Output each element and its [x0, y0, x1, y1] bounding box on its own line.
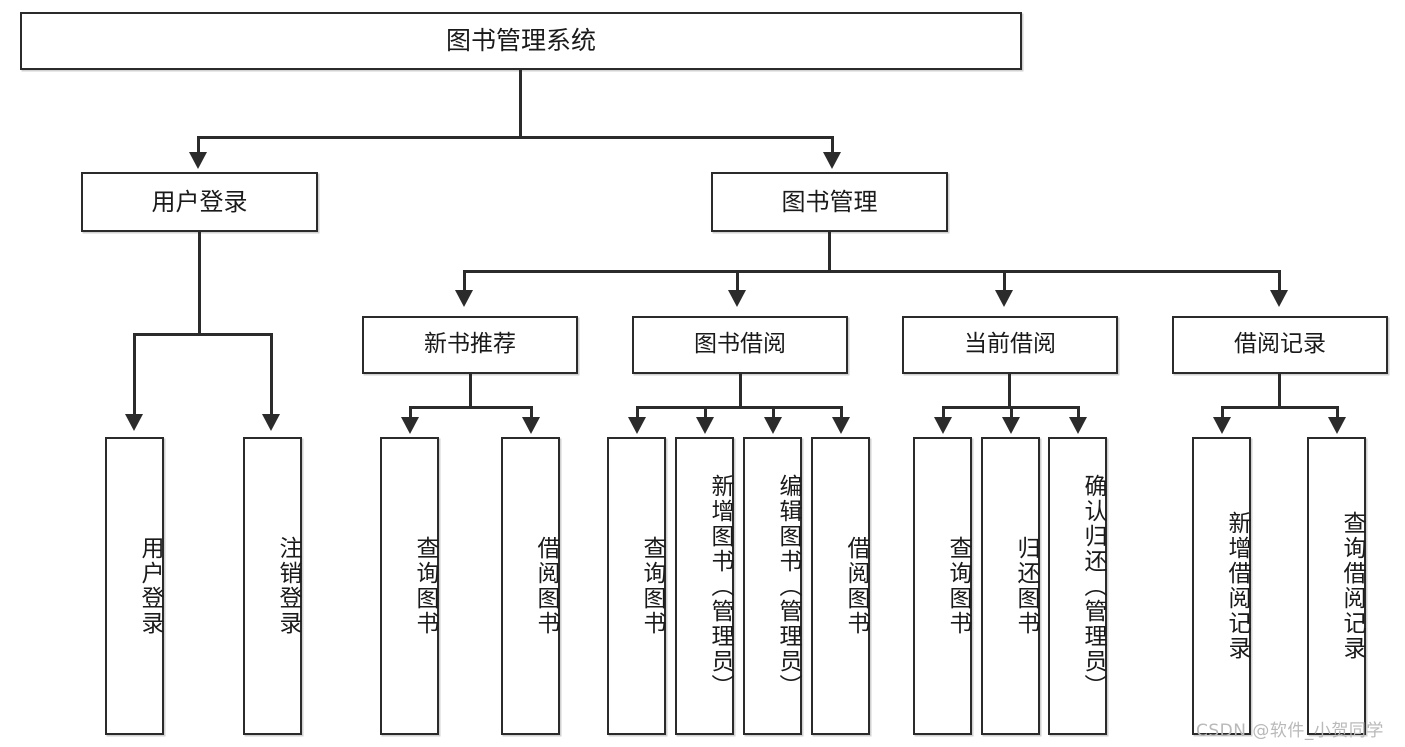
leaf-label: 借阅图书 [843, 536, 869, 636]
arrowhead-root-to-user-login [189, 152, 207, 169]
connector-book-borrow-leaf-4 [840, 406, 843, 420]
leaf-book-borrow-query[interactable]: 查询图书 [607, 437, 666, 735]
connector-user-login-stem [198, 232, 201, 336]
node-current-borrow[interactable]: 当前借阅 [902, 316, 1118, 374]
node-borrow-record[interactable]: 借阅记录 [1172, 316, 1388, 374]
connector-new-book-leaf-1 [409, 406, 412, 420]
connector-current-borrow-leaf-2 [1010, 406, 1013, 420]
connector-borrow-record-leaf-2 [1336, 406, 1339, 420]
connector-borrow-record-leaf-1 [1221, 406, 1224, 420]
connector-user-login-to-leaf-1 [133, 333, 136, 418]
node-label: 借阅记录 [1234, 331, 1326, 358]
node-book-management[interactable]: 图书管理 [711, 172, 948, 232]
arrowhead-borrow-record-leaf-2 [1328, 417, 1346, 434]
leaf-borrow-record-add[interactable]: 新增借阅记录 [1192, 437, 1251, 735]
leaf-label: 注销登录 [275, 536, 301, 636]
node-label: 图书借阅 [694, 331, 786, 358]
arrowhead-user-login-leaf-1 [125, 414, 143, 431]
arrowhead-current-borrow-leaf-2 [1002, 417, 1020, 434]
leaf-current-borrow-query[interactable]: 查询图书 [913, 437, 972, 735]
connector-book-borrow-leaf-2 [704, 406, 707, 420]
arrowhead-new-book-leaf-1 [401, 417, 419, 434]
leaf-label: 用户登录 [137, 536, 163, 636]
leaf-label: 查询图书 [412, 536, 438, 636]
leaf-book-borrow-add[interactable]: 新增图书（管理员） [675, 437, 734, 735]
arrowhead-book-borrow-leaf-2 [696, 417, 714, 434]
connector-borrow-record-bus [1221, 406, 1339, 409]
leaf-label: 查询借阅记录 [1339, 511, 1365, 661]
node-new-book-recommend[interactable]: 新书推荐 [362, 316, 578, 374]
node-user-login[interactable]: 用户登录 [81, 172, 318, 232]
connector-book-borrow-stem [739, 374, 742, 408]
connector-user-login-to-leaf-2 [270, 333, 273, 418]
connector-root-stem [519, 70, 522, 138]
node-label: 当前借阅 [964, 331, 1056, 358]
node-root-book-management-system[interactable]: 图书管理系统 [20, 12, 1022, 70]
arrowhead-borrow-record-leaf-1 [1213, 417, 1231, 434]
leaf-label: 新增借阅记录 [1224, 511, 1250, 661]
connector-bm-to-borrow-record [1278, 270, 1281, 294]
connector-current-borrow-leaf-3 [1077, 406, 1080, 420]
connector-book-borrow-bus [636, 406, 843, 409]
connector-book-borrow-leaf-1 [636, 406, 639, 420]
arrowhead-bm-book-borrow [728, 290, 746, 307]
arrowhead-book-borrow-leaf-3 [764, 417, 782, 434]
arrowhead-user-login-leaf-2 [262, 414, 280, 431]
leaf-new-book-borrow[interactable]: 借阅图书 [501, 437, 560, 735]
leaf-book-borrow-borrow[interactable]: 借阅图书 [811, 437, 870, 735]
connector-book-management-stem [828, 232, 831, 272]
leaf-current-borrow-return[interactable]: 归还图书 [981, 437, 1040, 735]
leaf-book-borrow-edit[interactable]: 编辑图书（管理员） [743, 437, 802, 735]
connector-borrow-record-stem [1278, 374, 1281, 408]
node-label: 图书管理系统 [445, 26, 596, 55]
connector-new-book-leaf-2 [530, 406, 533, 420]
connector-book-management-bus [463, 270, 1281, 273]
connector-current-borrow-stem [1008, 374, 1011, 408]
connector-new-book-bus [409, 406, 533, 409]
leaf-label: 借阅图书 [533, 536, 559, 636]
connector-root-to-user-login [197, 136, 200, 157]
node-label: 图书管理 [781, 187, 878, 216]
arrowhead-book-borrow-leaf-1 [628, 417, 646, 434]
leaf-label: 新增图书（管理员） [707, 473, 733, 699]
leaf-label: 归还图书 [1013, 536, 1039, 636]
leaf-label: 编辑图书（管理员） [775, 473, 801, 699]
connector-bm-to-current-borrow [1003, 270, 1006, 294]
node-book-borrow[interactable]: 图书借阅 [632, 316, 848, 374]
arrowhead-bm-current-borrow [995, 290, 1013, 307]
leaf-user-login-login[interactable]: 用户登录 [105, 437, 164, 735]
node-label: 用户登录 [151, 187, 248, 216]
leaf-new-book-query[interactable]: 查询图书 [380, 437, 439, 735]
connector-current-borrow-bus [942, 406, 1077, 409]
connector-root-to-book-management [831, 136, 834, 157]
connector-book-borrow-leaf-3 [772, 406, 775, 420]
arrowhead-book-borrow-leaf-4 [832, 417, 850, 434]
arrowhead-bm-new-book [455, 290, 473, 307]
leaf-label: 确认归还（管理员） [1080, 473, 1106, 699]
leaf-current-borrow-confirm-return[interactable]: 确认归还（管理员） [1048, 437, 1107, 735]
leaf-label: 查询图书 [639, 536, 665, 636]
connector-bm-to-book-borrow [736, 270, 739, 294]
connector-root-bus [197, 136, 834, 139]
leaf-borrow-record-query[interactable]: 查询借阅记录 [1307, 437, 1366, 735]
arrowhead-current-borrow-leaf-3 [1069, 417, 1087, 434]
leaf-label: 查询图书 [945, 536, 971, 636]
arrowhead-current-borrow-leaf-1 [934, 417, 952, 434]
connector-bm-to-new-book [463, 270, 466, 294]
node-label: 新书推荐 [424, 331, 516, 358]
arrowhead-root-to-book-management [823, 152, 841, 169]
arrowhead-bm-borrow-record [1270, 290, 1288, 307]
arrowhead-new-book-leaf-2 [522, 417, 540, 434]
connector-user-login-bus [133, 333, 272, 336]
connector-current-borrow-leaf-1 [942, 406, 945, 420]
connector-new-book-stem [469, 374, 472, 408]
leaf-user-login-logout[interactable]: 注销登录 [243, 437, 302, 735]
